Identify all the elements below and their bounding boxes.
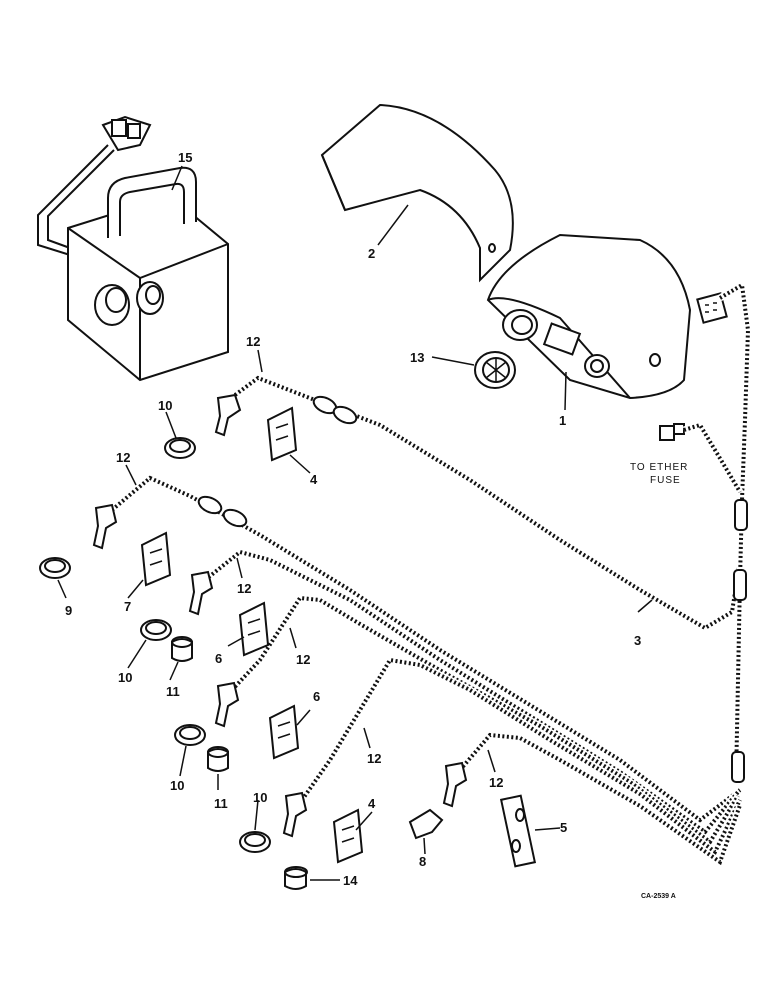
label-12-left: 12 — [116, 450, 130, 465]
part-15-ether-box — [37, 115, 229, 382]
label-6-b: 6 — [313, 689, 320, 704]
label-10-a: 10 — [118, 670, 132, 685]
label-7: 7 — [124, 599, 131, 614]
wiring-harness — [109, 279, 752, 868]
label-14: 14 — [343, 873, 358, 888]
label-11-b: 11 — [214, 796, 228, 811]
right-connector — [659, 292, 728, 441]
label-3: 3 — [634, 633, 641, 648]
label-4-top: 4 — [310, 472, 318, 487]
terminal-brackets — [92, 393, 468, 838]
leader-lines — [57, 165, 653, 881]
harness-clips — [140, 406, 537, 868]
hose-clamps — [39, 437, 308, 890]
label-8: 8 — [419, 854, 426, 869]
label-10-b: 10 — [170, 778, 184, 793]
label-12-mid2: 12 — [296, 652, 310, 667]
ether-fuse-note: TO ETHER FUSE — [630, 462, 688, 486]
note-line-1: TO ETHER — [630, 462, 688, 473]
label-4-bottom: 4 — [368, 796, 376, 811]
label-12-mid: 12 — [237, 581, 251, 596]
part-13-knob — [474, 351, 516, 389]
label-10-top: 10 — [158, 398, 172, 413]
label-15: 15 — [178, 150, 192, 165]
note-line-2: FUSE — [650, 475, 681, 486]
label-12-right: 12 — [489, 775, 503, 790]
drawing-code: CA-2539 A — [641, 893, 676, 900]
part-2-cover — [320, 103, 514, 283]
part-labels: 15 2 1 13 12 12 12 12 12 12 10 10 10 10 … — [65, 150, 641, 888]
part-1-control-panel — [486, 233, 692, 400]
label-12-top: 12 — [246, 334, 260, 349]
label-1: 1 — [559, 413, 566, 428]
label-10-c: 10 — [253, 790, 267, 805]
label-13: 13 — [410, 350, 424, 365]
label-2: 2 — [368, 246, 375, 261]
label-6-a: 6 — [215, 651, 222, 666]
label-5: 5 — [560, 820, 567, 835]
label-12-low: 12 — [367, 751, 381, 766]
label-9: 9 — [65, 603, 72, 618]
label-11-a: 11 — [166, 684, 180, 699]
